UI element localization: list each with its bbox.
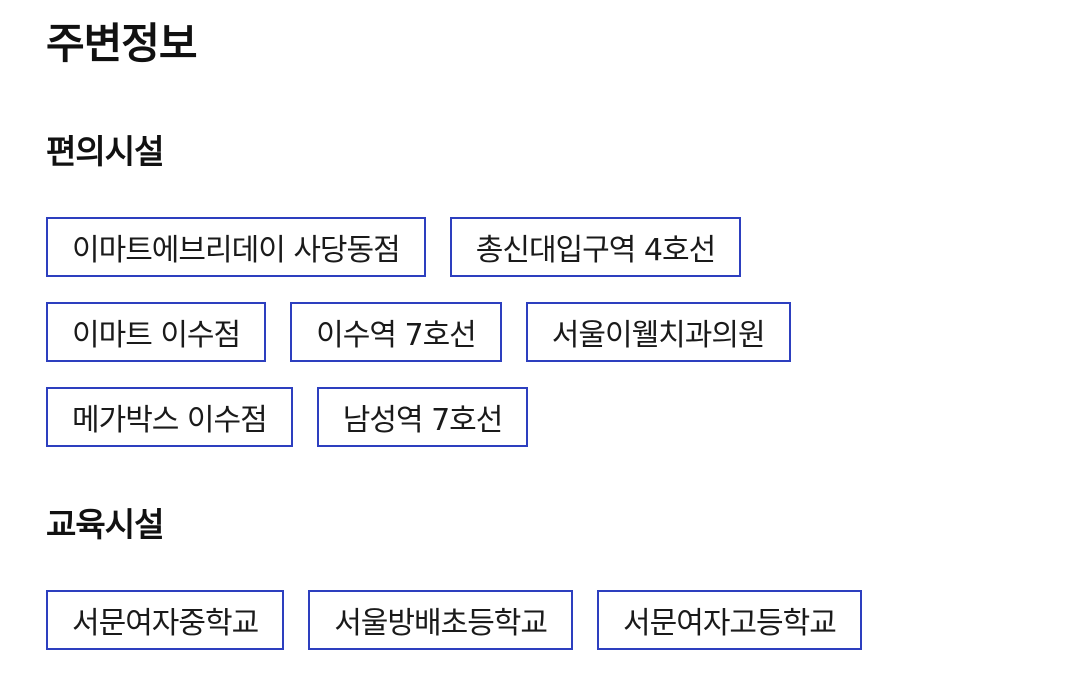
chip-convenience-namseong-station[interactable]: 남성역 7호선	[316, 387, 529, 447]
chip-convenience-megabox-isu[interactable]: 메가박스 이수점	[46, 387, 293, 447]
chip-convenience-emart-isu[interactable]: 이마트 이수점	[46, 302, 267, 362]
chip-convenience-isu-station[interactable]: 이수역 7호선	[290, 302, 502, 362]
convenience-chip-group: 이마트에브리데이 사당동점 총신대입구역 4호선 이마트 이수점 이수역 7호선…	[46, 217, 906, 447]
section-title-education: 교육시설	[46, 505, 164, 544]
chip-convenience-chongshin-station[interactable]: 총신대입구역 4호선	[449, 217, 742, 277]
chip-convenience-emart-everyday-sadang[interactable]: 이마트에브리데이 사당동점	[46, 217, 426, 277]
page-title: 주변정보	[46, 19, 198, 68]
chip-convenience-seoul-iwell-dental[interactable]: 서울이웰치과의원	[525, 302, 791, 362]
section-title-convenience: 편의시설	[46, 132, 164, 171]
chip-education-seoul-bangbae-elementary[interactable]: 서울방배초등학교	[308, 590, 574, 650]
chip-education-seomun-girls-high[interactable]: 서문여자고등학교	[597, 590, 862, 650]
education-chip-group: 서문여자중학교 서울방배초등학교 서문여자고등학교	[46, 590, 906, 650]
chip-education-seomun-girls-middle[interactable]: 서문여자중학교	[46, 590, 285, 650]
